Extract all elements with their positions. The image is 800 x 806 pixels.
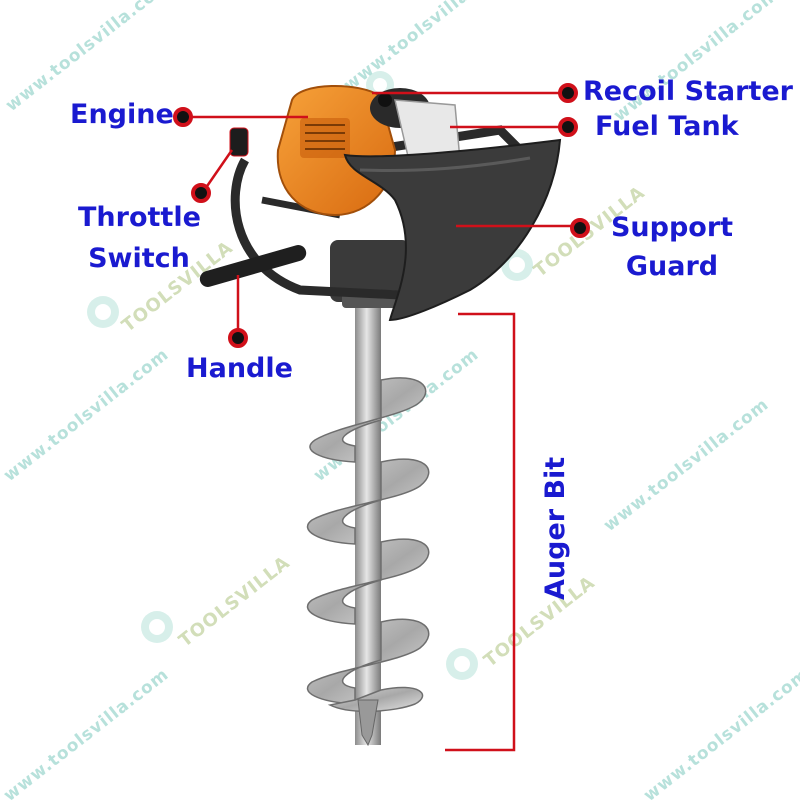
throttle-switch (229, 127, 249, 157)
auger-shaft (355, 300, 381, 745)
label-throttle-line2: Switch (88, 243, 190, 274)
label-engine: Engine (70, 99, 174, 130)
gearbox (330, 240, 410, 302)
frame-tube (230, 157, 401, 300)
label-fuel-tank: Fuel Tank (595, 111, 739, 142)
label-throttle-switch: Throttle Switch (78, 202, 201, 275)
label-throttle-line1: Throttle (78, 202, 201, 233)
label-handle: Handle (186, 353, 293, 384)
label-recoil-starter: Recoil Starter (583, 76, 793, 107)
label-support-line2: Guard (625, 251, 719, 282)
label-auger-bit: Auger Bit (540, 456, 571, 600)
label-support-line1: Support (610, 212, 734, 243)
auger-flights (306, 377, 430, 713)
handle-grip (199, 245, 307, 287)
leader-lines (183, 91, 578, 752)
leader-dots (173, 83, 590, 348)
support-guard (343, 138, 562, 322)
auger-tip (357, 699, 379, 747)
label-support-guard: Support Guard (608, 212, 736, 283)
